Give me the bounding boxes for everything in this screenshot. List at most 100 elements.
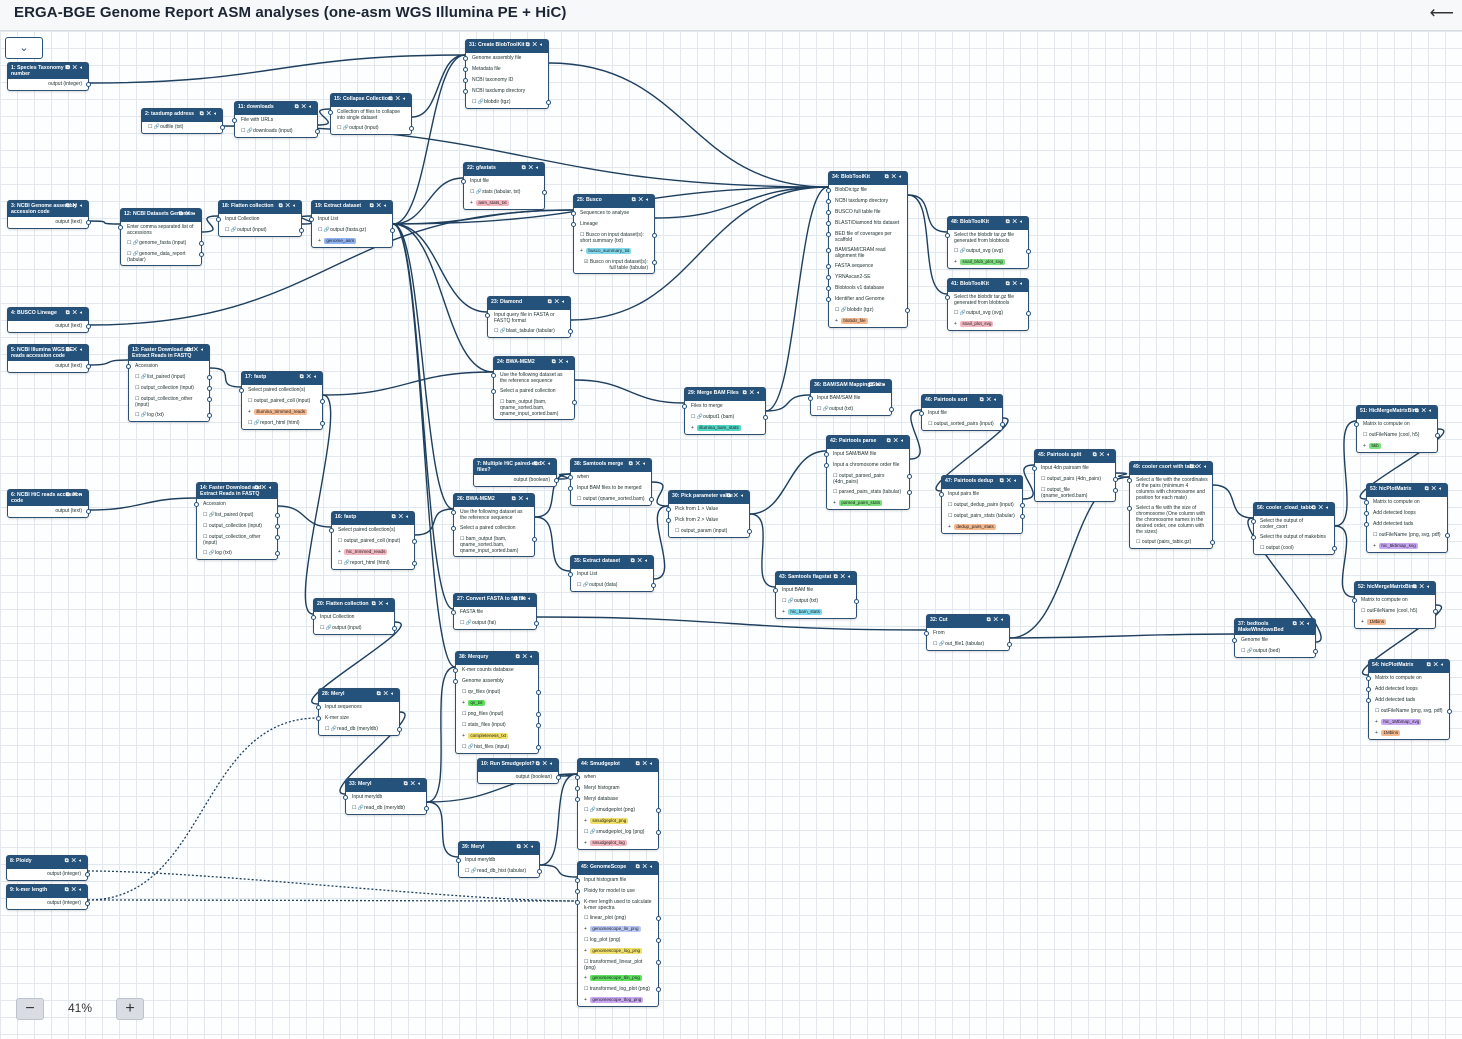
node-output-terminal[interactable]: ☐ 🔗output (input) [219, 225, 304, 236]
workflow-node-n2[interactable]: 2: taxdump address⧉✕◂☐ 🔗outfile (txt) [141, 108, 225, 134]
node-input-terminal[interactable]: Genome assembly file [463, 53, 548, 64]
node-output-terminal[interactable]: ☐ 🔗output (txt) [811, 404, 894, 415]
arrow-left-icon[interactable]: ⟵ [1429, 3, 1454, 22]
workflow-node-n51[interactable]: 51: HicMergeMatrixBins⧉✕◂Matrix to compu… [1354, 405, 1440, 453]
node-input-terminal[interactable]: Input pairs file [939, 489, 1022, 500]
node-action-icons[interactable]: ⧉✕◂ [635, 761, 655, 767]
node-output-terminal[interactable]: ☐ 🔗out_file1 (tabular) [927, 639, 1012, 650]
node-output-terminal[interactable]: ☐ 🔗genome_fasta (input) [121, 238, 204, 249]
node-action-icons[interactable]: ⧉✕◂ [65, 65, 85, 71]
node-input-terminal[interactable]: BLAST/Diamond hits dataset [826, 218, 907, 229]
node-header[interactable]: 14: Faster Download and Extract Reads in… [197, 483, 277, 499]
workflow-node-n13[interactable]: 13: Faster Download and Extract Reads in… [126, 344, 212, 422]
node-action-icons[interactable]: ⧉✕◂ [1426, 662, 1446, 668]
node-input-terminal[interactable]: Matrix to compute on [1364, 497, 1447, 508]
node-output-terminal[interactable]: ☐ outFileName (png, svg, pdf) [1367, 530, 1450, 541]
node-header[interactable]: 10: Run Smudgeplot?⧉✕◂ [478, 759, 558, 772]
workflow-node-n23[interactable]: 23: Diamond⧉✕◂Input query file in FASTA … [485, 296, 573, 338]
node-output-terminal[interactable]: ☐ output_collection_other (input) [197, 532, 280, 548]
node-input-terminal[interactable]: Pick from 2 > Value [666, 515, 749, 526]
node-header[interactable]: 43: Samtools flagstat⧉✕◂ [776, 572, 856, 585]
node-output-terminal[interactable]: output (integer) [7, 869, 90, 880]
workflow-node-n31[interactable]: 31: Create BlobToolKit⧉✕◂Genome assembly… [463, 39, 551, 109]
node-output-terminal[interactable]: ☐ 🔗genome_data_report (tabular) [121, 249, 204, 265]
workflow-node-n46[interactable]: 46: Pairtools sort⧉✕◂Input file☐ output_… [919, 394, 1005, 431]
node-input-terminal[interactable]: YRNAscan2-SE [826, 272, 907, 283]
node-action-icons[interactable]: ⧉✕◂ [833, 574, 853, 580]
node-input-terminal[interactable]: Add detected loops [1364, 508, 1447, 519]
node-action-icons[interactable]: ⧉✕◂ [515, 654, 535, 660]
workflow-node-n15[interactable]: 15: Collapse Collection⧉✕◂Collection of … [328, 93, 414, 135]
node-header[interactable]: 29: Merge BAM Files⧉✕◂ [685, 388, 765, 401]
node-input-terminal[interactable]: Select paired collection(s) [329, 525, 414, 536]
node-output-terminal[interactable]: ☐ 🔗log (txt) [197, 548, 280, 559]
workflow-node-n17[interactable]: 17: fastp⧉✕◂Select paired collection(s)☐… [239, 371, 325, 430]
node-output-terminal[interactable]: ☐ output_pairs (4dn_pairs) [1035, 474, 1118, 485]
node-output-terminal[interactable]: ☐ outFileName (png, svg, pdf) [1369, 706, 1452, 717]
node-input-terminal[interactable]: NCBI taxonomy ID [463, 75, 548, 86]
node-output-terminal[interactable]: ☐ linear_plot (png) [578, 913, 661, 924]
node-action-icons[interactable]: ⧉✕◂ [999, 478, 1019, 484]
node-header[interactable]: 26: BWA-MEM2⧉✕◂ [454, 494, 534, 507]
node-header[interactable]: 46: Pairtools sort⧉✕◂ [922, 395, 1002, 408]
node-action-icons[interactable]: ⧉✕◂ [631, 197, 651, 203]
node-header[interactable]: 30: Pick parameter value⧉✕◂ [669, 491, 749, 504]
node-input-terminal[interactable]: Add detected tads [1366, 695, 1449, 706]
node-header[interactable]: 36: BAM/SAM Mapping Stats⧉✕◂ [811, 380, 891, 393]
node-input-terminal[interactable]: Input Collection [216, 214, 301, 225]
node-input-terminal[interactable]: Input BAM/SAM file [808, 393, 891, 404]
workflow-node-n30[interactable]: 30: Pick parameter value⧉✕◂Pick from 1 >… [666, 490, 752, 538]
node-output-terminal[interactable]: ☐ output_pairs_stats (tabular) [942, 511, 1025, 522]
node-action-icons[interactable]: ⧉✕◂ [1092, 452, 1112, 458]
node-output-terminal[interactable]: ☐ output_param (input) [669, 526, 752, 537]
node-input-terminal[interactable]: Input List [568, 569, 653, 580]
node-output-terminal[interactable]: ☐ 🔗read_db (meryldb) [319, 724, 402, 735]
workflow-node-n9[interactable]: 9: k-mer length⧉✕◂output (integer) [6, 884, 90, 910]
node-action-icons[interactable]: ⧉✕◂ [403, 781, 423, 787]
node-action-icons[interactable]: ⧉✕◂ [521, 165, 541, 171]
node-header[interactable]: 37: bedtools MakeWindowsBed⧉✕◂ [1235, 619, 1315, 635]
node-action-icons[interactable]: ⧉✕◂ [635, 864, 655, 870]
node-input-terminal[interactable]: Collection of files to collapse into sin… [328, 107, 411, 123]
node-header[interactable]: 38: Merqury⧉✕◂ [456, 652, 538, 665]
node-input-terminal[interactable]: Input 4dn pairsam file [1032, 463, 1115, 474]
node-input-terminal[interactable]: Input query file in FASTA or FASTQ forma… [485, 310, 570, 326]
node-output-terminal[interactable]: ☐ output_file (qname_sorted.bam) [1035, 485, 1118, 501]
node-input-terminal[interactable]: Pick from 1 > Value [666, 504, 749, 515]
node-output-terminal[interactable]: output (text) [8, 217, 91, 228]
node-header[interactable]: 32: Cut⧉✕◂ [927, 615, 1009, 628]
node-input-terminal[interactable]: Use the following dataset as the referen… [491, 370, 574, 386]
node-output-terminal[interactable]: ☐ qv_files (input) [456, 687, 541, 698]
workflow-node-n3[interactable]: 3: NCBI Genome assembly accession code⧉✕… [7, 200, 91, 229]
node-input-terminal[interactable]: Accession [194, 499, 277, 510]
node-input-terminal[interactable]: Input SAM/BAM file [824, 449, 909, 460]
node-header[interactable]: 4: BUSCO Lineage⧉✕◂ [8, 308, 88, 321]
node-header[interactable]: 6: NCBI HiC reads accession code⧉✕◂ [8, 490, 88, 506]
node-input-terminal[interactable]: Matrix to compute on [1366, 673, 1449, 684]
node-header[interactable]: 45: Pairtools split⧉✕◂ [1035, 450, 1115, 463]
node-input-terminal[interactable]: Select the output of cooler_csort [1251, 516, 1334, 532]
node-header[interactable]: 56: cooler_cload_tabix⧉✕◂ [1254, 503, 1334, 516]
node-output-terminal[interactable]: ☐ 🔗hist_files (input) [456, 742, 541, 753]
node-header[interactable]: 18: Flatten collection⧉✕◂ [219, 201, 301, 214]
node-header[interactable]: 16: fastp⧉✕◂ [332, 512, 414, 525]
node-header[interactable]: 11: downloads⧉✕◂ [235, 102, 317, 115]
workflow-node-n14[interactable]: 14: Faster Download and Extract Reads in… [194, 482, 280, 560]
workflow-canvas[interactable]: ⌄ 1: Species Taxonomy ID number⧉✕◂output… [0, 31, 1462, 1039]
node-input-terminal[interactable]: BAM/SAM/CRAM read alignment file [826, 245, 907, 261]
node-header[interactable]: 34: BlobToolKit⧉✕◂ [829, 172, 907, 185]
node-input-terminal[interactable]: Genome file [1232, 635, 1315, 646]
node-action-icons[interactable]: ⧉✕◂ [1292, 621, 1312, 627]
node-input-terminal[interactable]: Select paired collection(s) [239, 385, 322, 396]
node-header[interactable]: 20: Flatten collection⧉✕◂ [314, 599, 394, 612]
node-input-terminal[interactable]: Sequences to analyse [571, 208, 654, 219]
node-output-terminal[interactable]: ☐ output (cool) [1254, 543, 1337, 554]
node-output-terminal[interactable]: ☐ output_collection (input) [197, 521, 280, 532]
node-header[interactable]: 47: Pairtools dedup⧉✕◂ [942, 476, 1022, 489]
node-header[interactable]: 44: Smudgeplot⧉✕◂ [578, 759, 658, 772]
node-action-icons[interactable]: ⧉✕◂ [65, 492, 85, 498]
node-action-icons[interactable]: ⧉✕◂ [1005, 281, 1025, 287]
workflow-node-n19[interactable]: 19: Extract dataset⧉✕◂Input List☐ 🔗outpu… [309, 200, 395, 248]
node-output-terminal[interactable]: ☐ output_paired_coll (input) [242, 396, 325, 407]
